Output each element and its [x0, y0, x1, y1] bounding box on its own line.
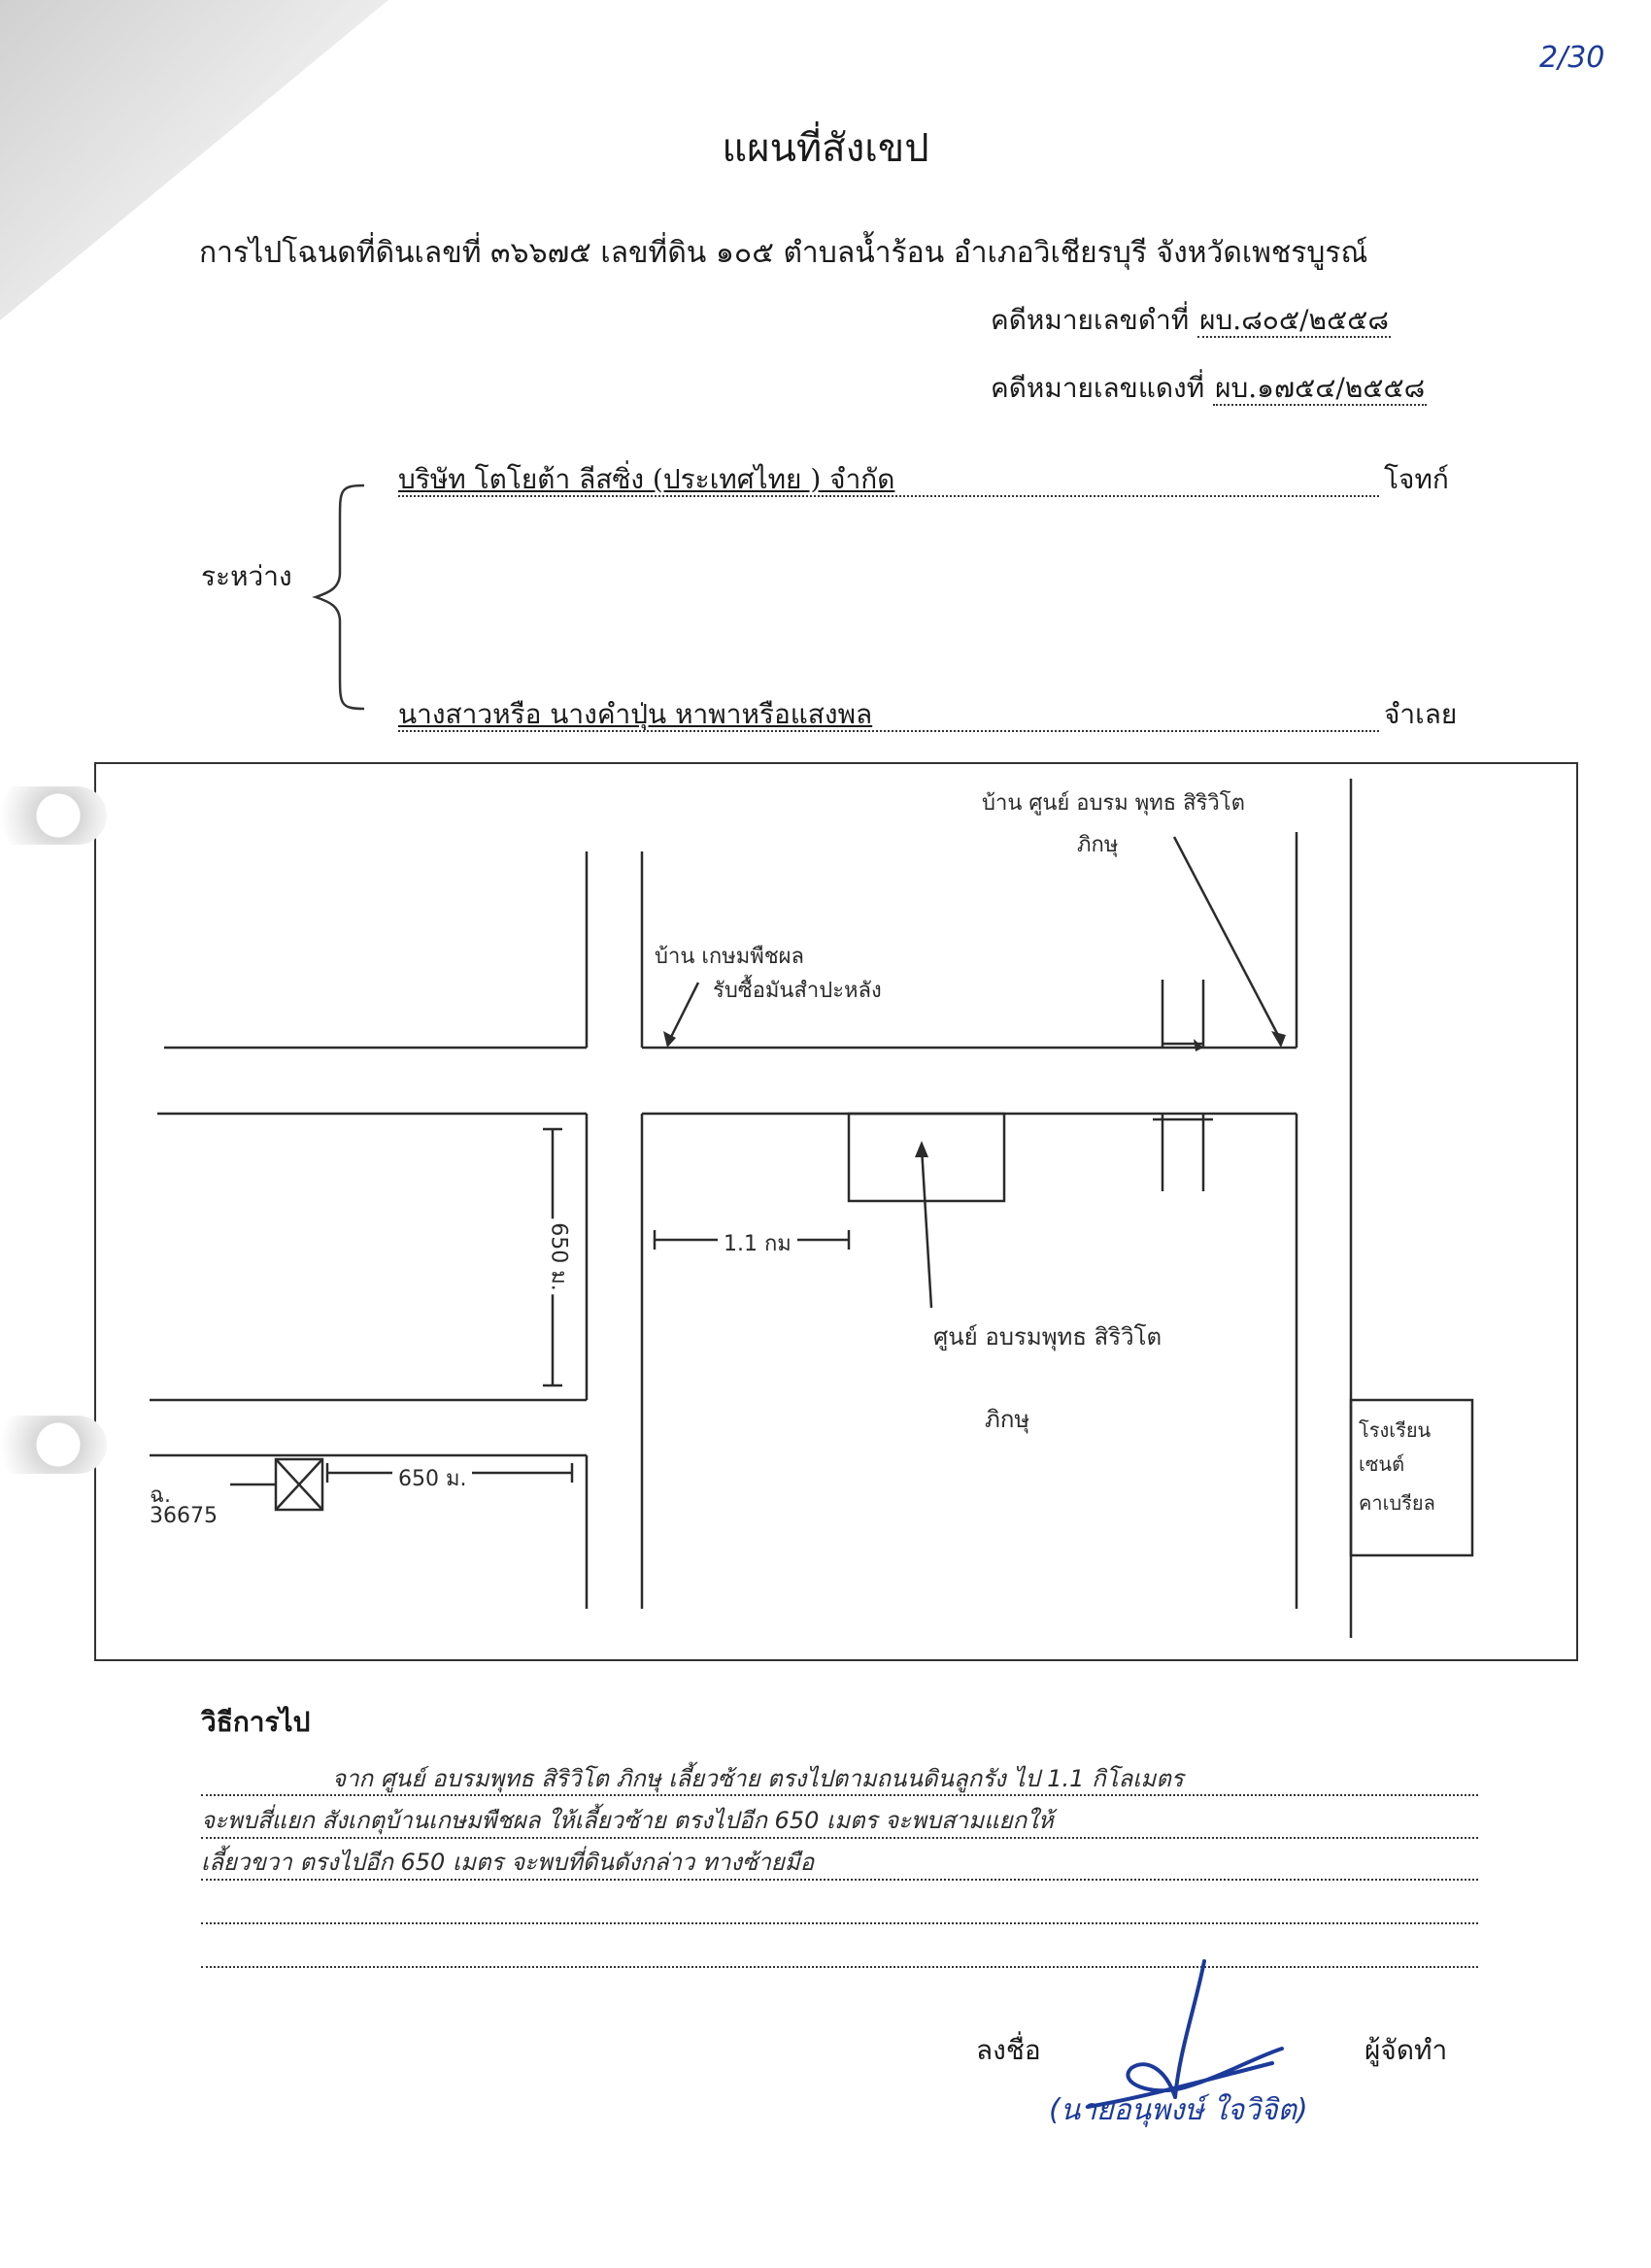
plaintiff-role: โจทก์ [1384, 463, 1449, 495]
plaintiff-dotted-line [398, 456, 1379, 497]
map-label-home-center-2: ภิกษุ [1077, 833, 1119, 857]
method-label: วิธีการไป [201, 1706, 311, 1738]
black-case-row: คดีหมายเลขดำที่ ผบ.๘๐๕/๒๕๕๘ [991, 299, 1391, 342]
map-label-factory-2: เซนต์ [1359, 1452, 1405, 1476]
black-case-number: ผบ.๘๐๕/๒๕๕๘ [1197, 304, 1391, 338]
map-label-center: ศูนย์ อบรมพุทธ สิริวิโต [933, 1323, 1162, 1351]
method-dotline-2 [201, 1837, 1478, 1839]
map-label-kaset-buy: รับซื้อมันสำปะหลัง [713, 979, 882, 1003]
map-label-distance-horizontal: 1.1 กม [718, 1226, 797, 1260]
method-dotline-5 [201, 1966, 1478, 1968]
red-case-number: ผบ.๑๗๕๔/๒๕๕๘ [1213, 372, 1428, 406]
map-label-home-center: บ้าน ศูนย์ อบรม พุทธ สิริวิโต [982, 791, 1245, 816]
map-label-factory-1: โรงเรียน [1359, 1418, 1432, 1442]
signature-label: ลงชื่อ [976, 2034, 1041, 2066]
plaintiff-name: บริษัท โตโยต้า ลีสซิ่ง (ประเทศไทย ) จำกั… [398, 463, 895, 495]
signature-role: ผู้จัดทำ [1365, 2034, 1448, 2066]
map-label-factory-3: คาเบรียล [1359, 1491, 1435, 1515]
defendant-role: จำเลย [1384, 698, 1458, 730]
signature-scribble [1086, 1959, 1284, 2109]
brace-icon [312, 484, 365, 711]
map-label-plot-number: 36675 [150, 1504, 218, 1528]
map-label-plot-prefix: ฉ. [150, 1484, 171, 1508]
signature-name: (นายอนุพงษ์ ใจวิจิต) [1049, 2093, 1308, 2127]
defendant-dotted-line [398, 691, 1379, 732]
red-case-row: คดีหมายเลขแดงที่ ผบ.๑๗๕๔/๒๕๕๘ [991, 367, 1428, 410]
method-line-3: เลี้ยวขวา ตรงไปอีก 650 เมตร จะพบที่ดินดั… [201, 1849, 815, 1876]
page-title: แผนที่สังเขป [722, 126, 929, 171]
black-case-label: คดีหมายเลขดำที่ [991, 304, 1190, 336]
map-label-distance-vertical: 650 ม. [542, 1218, 577, 1295]
map-label-center-2: ภิกษุ [985, 1406, 1030, 1433]
method-line-2: จะพบสี่แยก สังเกตุบ้านเกษมพืชผล ให้เลี้ย… [201, 1807, 1054, 1834]
sketch-map: บ้าน ศูนย์ อบรม พุทธ สิริวิโต ภิกษุ บ้าน… [94, 762, 1578, 1661]
punch-hole-bottom [0, 1416, 107, 1474]
map-label-kaset-home: บ้าน เกษมพืชผล [655, 945, 804, 969]
red-case-label: คดีหมายเลขแดงที่ [991, 372, 1205, 404]
method-dotline-4 [201, 1922, 1478, 1924]
defendant-name: นางสาวหรือ นางคำปุ่น หาพาหรือแสงพล [398, 698, 873, 730]
method-dotline-1 [201, 1794, 1478, 1796]
subject-line: การไปโฉนดที่ดินเลขที่ ๓๖๖๗๕ เลขที่ดิน ๑๐… [199, 236, 1368, 270]
method-dotline-3 [201, 1879, 1478, 1881]
punch-hole-top [0, 786, 107, 845]
page-number: 2/30 [1539, 41, 1605, 75]
method-line-1: จาก ศูนย์ อบรมพุทธ สิริวิโต ภิกษุ เลี้ยว… [332, 1765, 1184, 1792]
between-label: ระหว่าง [201, 560, 292, 592]
map-label-distance-plot: 650 ม. [392, 1461, 473, 1495]
map-roads [150, 779, 1474, 1638]
